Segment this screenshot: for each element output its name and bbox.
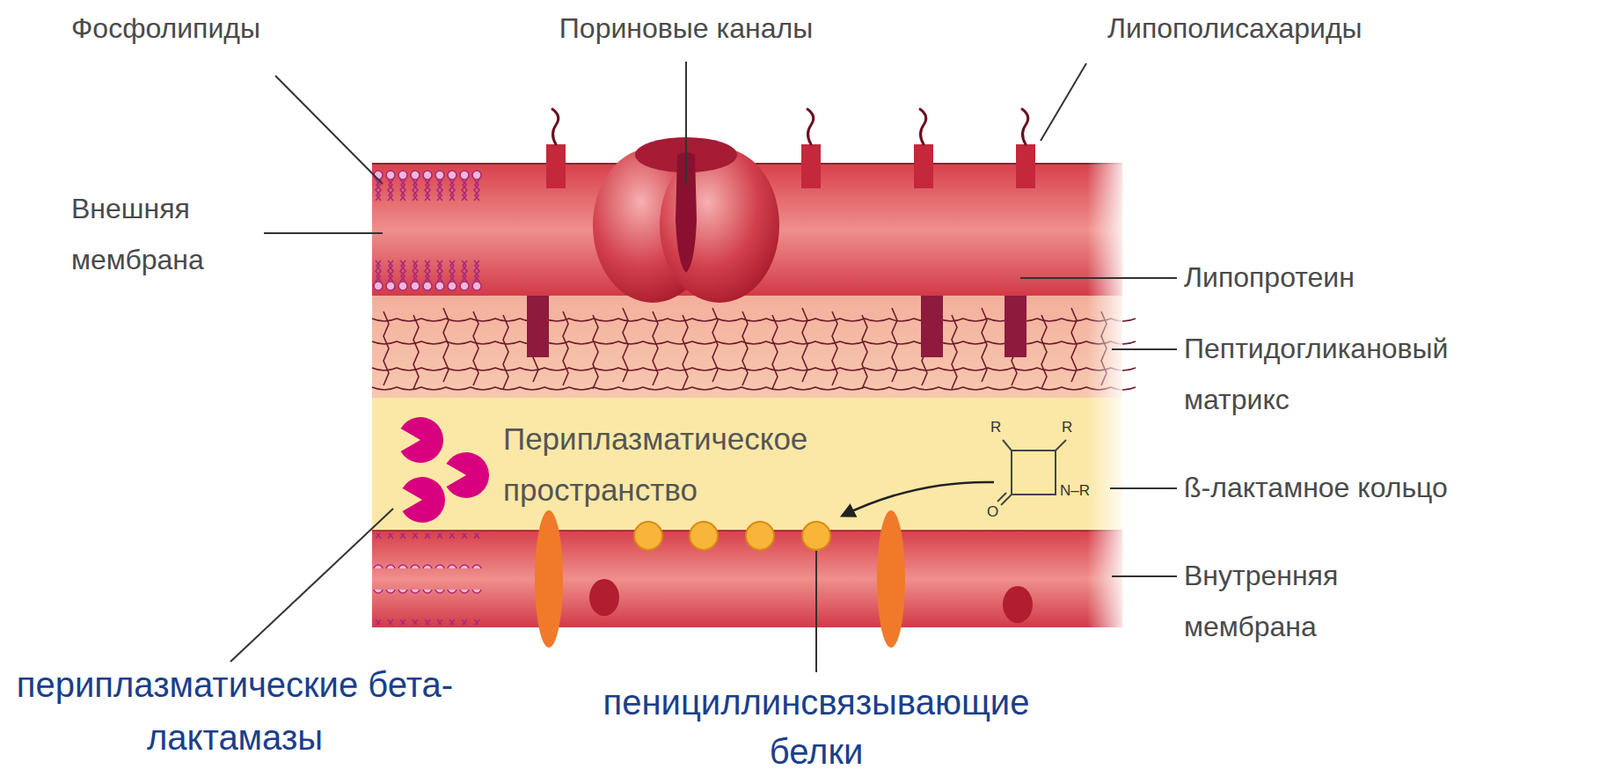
peptide-crosslink xyxy=(1041,314,1047,389)
peptide-crosslink xyxy=(413,314,419,389)
part-label: Липопротеин xyxy=(1183,261,1355,294)
peptide-crosslink xyxy=(383,311,389,386)
peptide-crosslink xyxy=(802,307,808,382)
peptide-crosslink xyxy=(652,311,658,386)
atom-symbol: O xyxy=(986,503,999,521)
enzyme-label: периплазматические бета-лактамазы xyxy=(14,657,455,764)
protein-label: пенициллинсвязывающие белки xyxy=(561,677,1072,776)
part-label: Фосфолипиды xyxy=(71,12,261,45)
peptide-crosslink xyxy=(622,307,629,382)
peptide-crosslink xyxy=(562,311,569,386)
atom-symbol: N–R xyxy=(1059,482,1090,500)
part-label: Пептидогликановый матрикс xyxy=(1183,323,1527,425)
periplasm-band: Периплазматическое пространство xyxy=(372,397,1123,531)
peptide-crosslink xyxy=(742,311,748,386)
peptide-crosslink xyxy=(443,307,449,382)
peptide-crosslink xyxy=(951,314,958,389)
part-label: Липополисахариды xyxy=(1107,12,1363,45)
peptide-crosslink xyxy=(891,307,898,382)
part-label: Пориновые каналы xyxy=(492,12,880,45)
peptide-crosslink xyxy=(981,307,987,382)
peptidoglycan-strand xyxy=(372,387,1136,390)
peptide-crosslink xyxy=(503,314,509,389)
atom-symbol: R xyxy=(990,418,1001,437)
peptide-crosslink xyxy=(682,314,688,389)
peptide-crosslink xyxy=(712,307,718,382)
peptide-crosslink xyxy=(772,314,778,389)
peptide-crosslink xyxy=(832,311,838,386)
peptidoglycan-strand xyxy=(372,367,1136,371)
part-label: Внешняя мембрана xyxy=(71,183,256,285)
peptide-crosslink xyxy=(1071,307,1077,382)
peptide-crosslink xyxy=(862,314,868,389)
peptide-crosslink xyxy=(473,311,479,386)
atom-symbol: R xyxy=(1061,418,1073,437)
part-label: Внутренняя мембрана xyxy=(1183,550,1422,652)
region-label: Периплазматическое пространство xyxy=(503,413,891,516)
part-label: ß-лактамное кольцо xyxy=(1183,471,1448,505)
peptide-crosslink xyxy=(592,314,599,389)
